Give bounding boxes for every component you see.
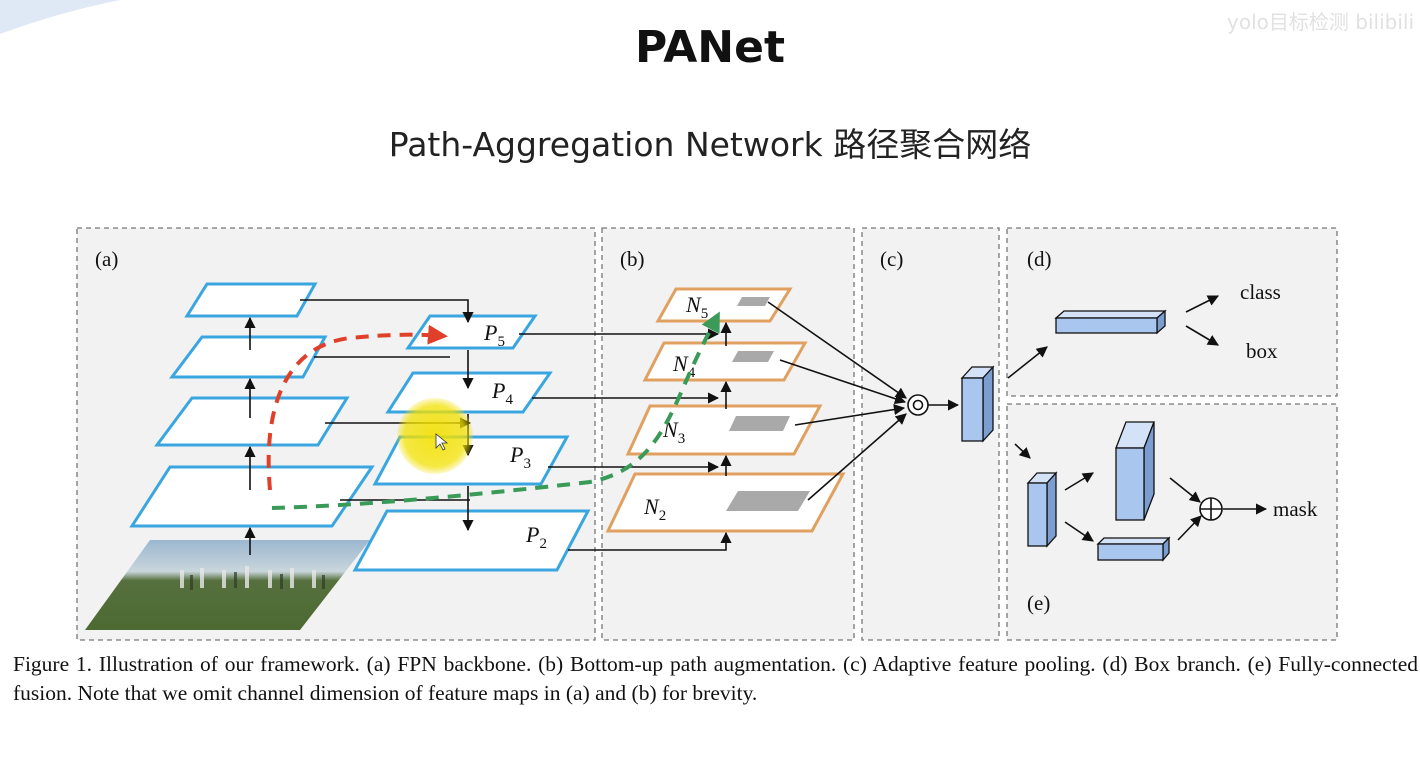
bottomup-layers	[605, 287, 846, 533]
class-output-label: class	[1240, 280, 1281, 304]
cursor-highlight	[397, 398, 473, 474]
p3-label: P3	[509, 442, 531, 472]
figure-caption: Figure 1. Illustration of our framework.…	[13, 652, 1418, 705]
mask-branch-arrows	[1064, 472, 1268, 542]
mouse-pointer-icon	[435, 433, 449, 451]
panel-e-label: (e)	[1027, 591, 1050, 615]
box-branch-out-arrows	[1185, 295, 1220, 346]
p2-label: P2	[525, 522, 547, 552]
panel-e: (e)	[1006, 403, 1338, 641]
to-mask-branch-arrow	[1014, 443, 1031, 459]
mask-output-label: mask	[1273, 497, 1318, 521]
n2-label: N2	[643, 494, 666, 524]
pooling-arrows	[767, 301, 907, 501]
panet-diagram: (a) (b) (c) (d) (e)	[76, 227, 1338, 641]
input-image	[85, 540, 370, 630]
mask-conv-small	[1026, 471, 1058, 548]
slide-title: PANet	[635, 22, 785, 73]
watermark: yolo目标检测 bilibili	[1227, 10, 1414, 34]
panel-d: (d)	[1006, 227, 1338, 397]
sum-op-icon	[1199, 497, 1223, 521]
panel-a-label: (a)	[95, 247, 118, 271]
backbone-layers	[129, 282, 375, 528]
mask-fc	[1096, 536, 1171, 562]
panel-b-label: (b)	[620, 247, 645, 271]
to-box-branch-arrow	[1007, 346, 1048, 379]
slide-subtitle: Path-Aggregation Network 路径聚合网络	[388, 125, 1032, 164]
panel-d-label: (d)	[1027, 247, 1052, 271]
bottom-up-path-green	[271, 311, 720, 510]
corner-swoosh-decoration	[0, 0, 120, 34]
pooled-feature-box	[960, 365, 995, 443]
mask-conv-large	[1115, 421, 1155, 521]
box-branch-fc	[1054, 309, 1167, 335]
bottomup-gray-features	[726, 297, 810, 511]
fusion-op-icon	[907, 394, 929, 416]
p4-label: P4	[491, 378, 513, 408]
box-output-label: box	[1246, 339, 1278, 363]
n4-label: N4	[672, 351, 696, 381]
bottomup-arrows	[519, 321, 732, 551]
panel-c-label: (c)	[880, 247, 903, 271]
p5-label: P5	[483, 320, 505, 350]
